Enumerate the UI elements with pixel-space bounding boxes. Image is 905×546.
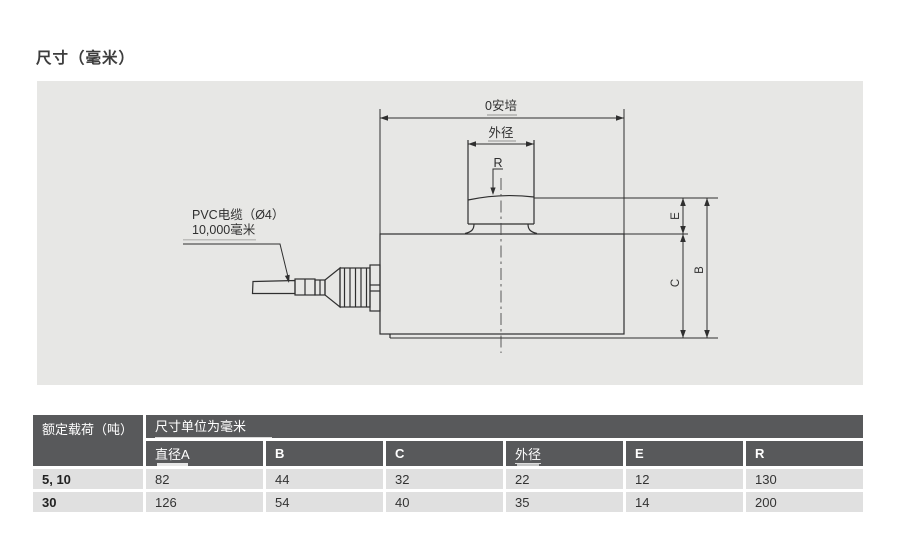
table-cell: 12 — [626, 469, 743, 489]
table-cell: 200 — [746, 492, 863, 512]
rated-load-header-cell: 额定载荷（吨） — [33, 415, 143, 466]
unit-header-cell: 尺寸单位为毫米 — [146, 415, 863, 438]
dimension-drawing: 0安培 外径 R E C B PVC电缆（Ø4） 10,000毫米 — [183, 98, 718, 353]
column-header-c: C — [386, 441, 503, 466]
table-cell: 130 — [746, 469, 863, 489]
table-cell: 22 — [506, 469, 623, 489]
load-cell-body — [379, 233, 625, 335]
cable-label-line1: PVC电缆（Ø4） — [192, 208, 284, 222]
table-cell: 44 — [266, 469, 383, 489]
rated-load-header-label: 额定载荷（吨） — [42, 422, 134, 437]
dim-label-r: R — [493, 156, 502, 170]
dimension-drawing-panel: 0安培 外径 R E C B PVC电缆（Ø4） 10,000毫米 — [37, 81, 863, 385]
unit-header-label: 尺寸单位为毫米 — [155, 416, 273, 438]
dim-label-b: B — [694, 266, 706, 274]
column-header-b: B — [266, 441, 383, 466]
dim-label-diameter-a: 0安培 — [485, 98, 517, 113]
table-row-load: 5, 10 — [33, 469, 143, 489]
column-header-diameter-a: 直径A — [146, 441, 263, 466]
table-cell: 14 — [626, 492, 743, 512]
column-header-e: E — [626, 441, 743, 466]
table-cell: 54 — [266, 492, 383, 512]
table-cell: 82 — [146, 469, 263, 489]
table-row-load: 30 — [33, 492, 143, 512]
cable-label-line2: 10,000毫米 — [192, 222, 256, 237]
column-header-r: R — [746, 441, 863, 466]
table-cell: 35 — [506, 492, 623, 512]
table-cell: 40 — [386, 492, 503, 512]
pvc-cable — [251, 279, 296, 295]
cable-leader-line — [183, 243, 290, 282]
dim-label-e: E — [670, 212, 682, 220]
dim-label-c: C — [670, 279, 682, 287]
column-header-outer-diameter: 外径 — [506, 441, 623, 466]
table-cell: 32 — [386, 469, 503, 489]
dimensions-table: 额定载荷（吨） 尺寸单位为毫米 直径A B C 外径 E R 5, 10 82 … — [33, 415, 863, 512]
r-leader-line — [492, 168, 503, 188]
dim-label-outer-diameter: 外径 — [488, 126, 513, 140]
table-cell: 126 — [146, 492, 263, 512]
page-title: 尺寸（毫米） — [36, 50, 136, 67]
